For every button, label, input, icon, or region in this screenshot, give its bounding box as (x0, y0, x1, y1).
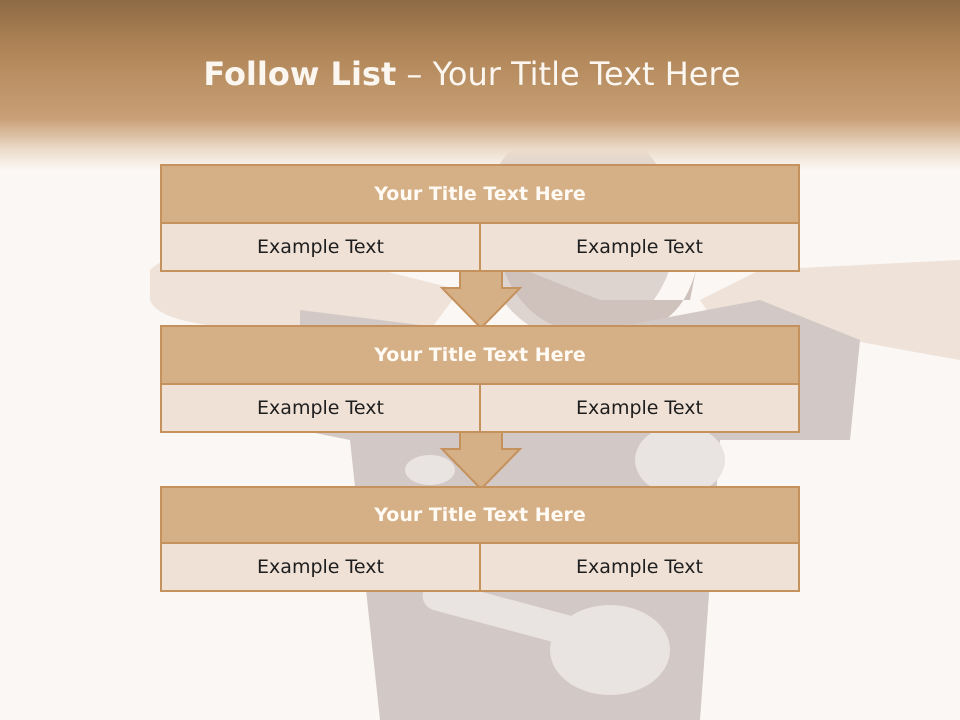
step-text-right: Example Text (479, 224, 798, 270)
step-text-left: Example Text (162, 385, 479, 431)
step-title: Your Title Text Here (162, 488, 798, 544)
step-text-left: Example Text (162, 544, 479, 590)
step-title: Your Title Text Here (162, 166, 798, 224)
step-block-3: Your Title Text Here Example Text Exampl… (160, 486, 800, 592)
header-band (0, 0, 960, 170)
step-text-right: Example Text (479, 385, 798, 431)
step-text-left: Example Text (162, 224, 479, 270)
step-block-2: Your Title Text Here Example Text Exampl… (160, 325, 800, 433)
slide-title-rest: – Your Title Text Here (396, 55, 741, 93)
step-text-right: Example Text (479, 544, 798, 590)
step-title: Your Title Text Here (162, 327, 798, 385)
slide-title-bold: Follow List (203, 55, 397, 93)
down-arrow-icon (439, 270, 523, 330)
step-block-1: Your Title Text Here Example Text Exampl… (160, 164, 800, 272)
down-arrow-icon (439, 431, 523, 491)
slide-title: Follow List – Your Title Text Here (0, 55, 944, 93)
